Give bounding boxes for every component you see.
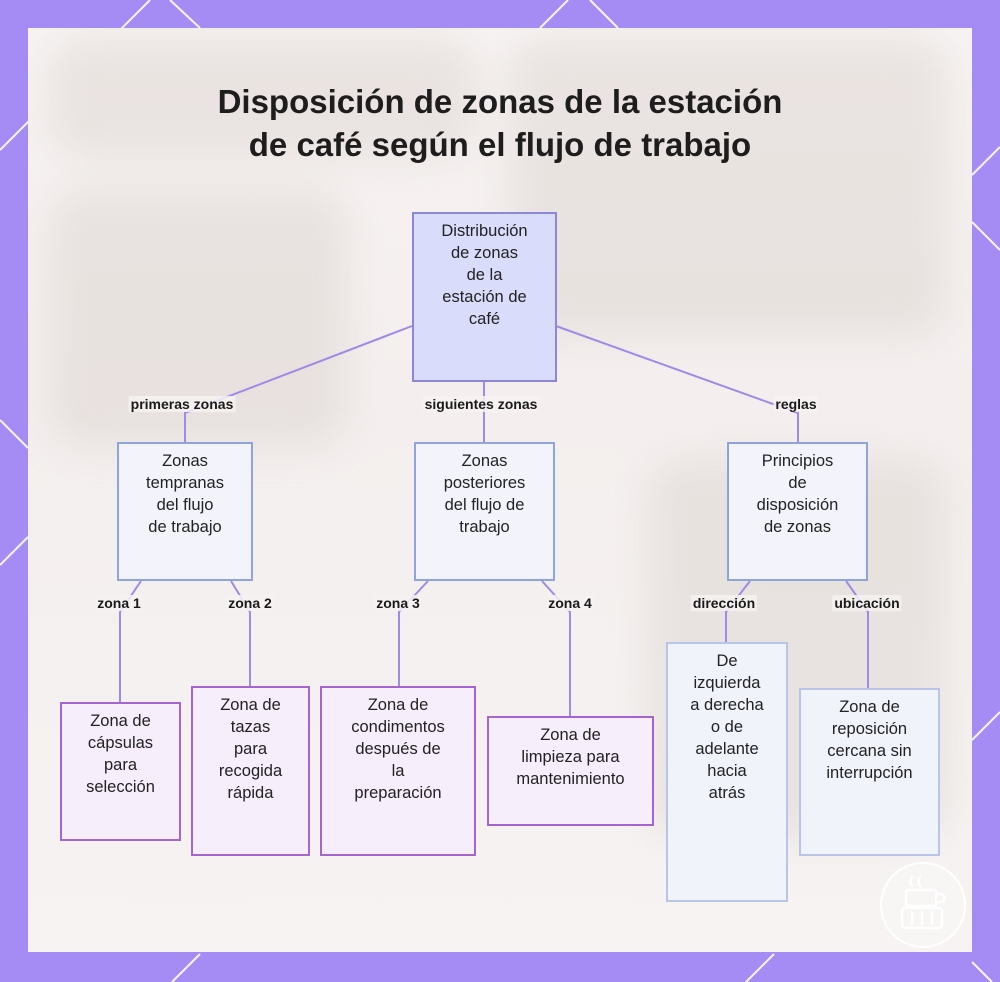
node-restock-zone: Zona de reposición cercana sin interrupc… [799, 688, 940, 856]
node-later-zones: Zonas posteriores del flujo de trabajo [414, 442, 555, 581]
node-cups-zone: Zona de tazas para recogida rápida [191, 686, 310, 856]
edge-root-early [185, 326, 412, 442]
edge-label-direction: dirección [691, 595, 757, 611]
edge-root-principles [556, 326, 798, 442]
edge-label-zone-3: zona 3 [374, 595, 422, 611]
edge-label-next-zones: siguientes zonas [423, 396, 540, 412]
node-direction: De izquierda a derecha o de adelante hac… [666, 642, 788, 902]
edge-label-zone-4: zona 4 [546, 595, 594, 611]
edge-label-zone-2: zona 2 [226, 595, 274, 611]
node-early-zones: Zonas tempranas del flujo de trabajo [117, 442, 253, 581]
node-root: Distribución de zonas de la estación de … [412, 212, 557, 382]
node-capsules-zone: Zona de cápsulas para selección [60, 702, 181, 841]
edge-label-first-zones: primeras zonas [129, 396, 236, 412]
diagram-card: Disposición de zonas de la estación de c… [28, 28, 972, 952]
edge-label-rules: reglas [773, 396, 818, 412]
coffee-machine-icon [880, 862, 966, 948]
edge-label-location: ubicación [832, 595, 901, 611]
edge-label-zone-1: zona 1 [95, 595, 143, 611]
edge-principles-direction [726, 581, 750, 642]
node-condiments-zone: Zona de condimentos después de la prepar… [320, 686, 476, 856]
node-cleaning-zone: Zona de limpieza para mantenimiento [487, 716, 654, 826]
node-layout-principles: Principios de disposición de zonas [727, 442, 868, 581]
